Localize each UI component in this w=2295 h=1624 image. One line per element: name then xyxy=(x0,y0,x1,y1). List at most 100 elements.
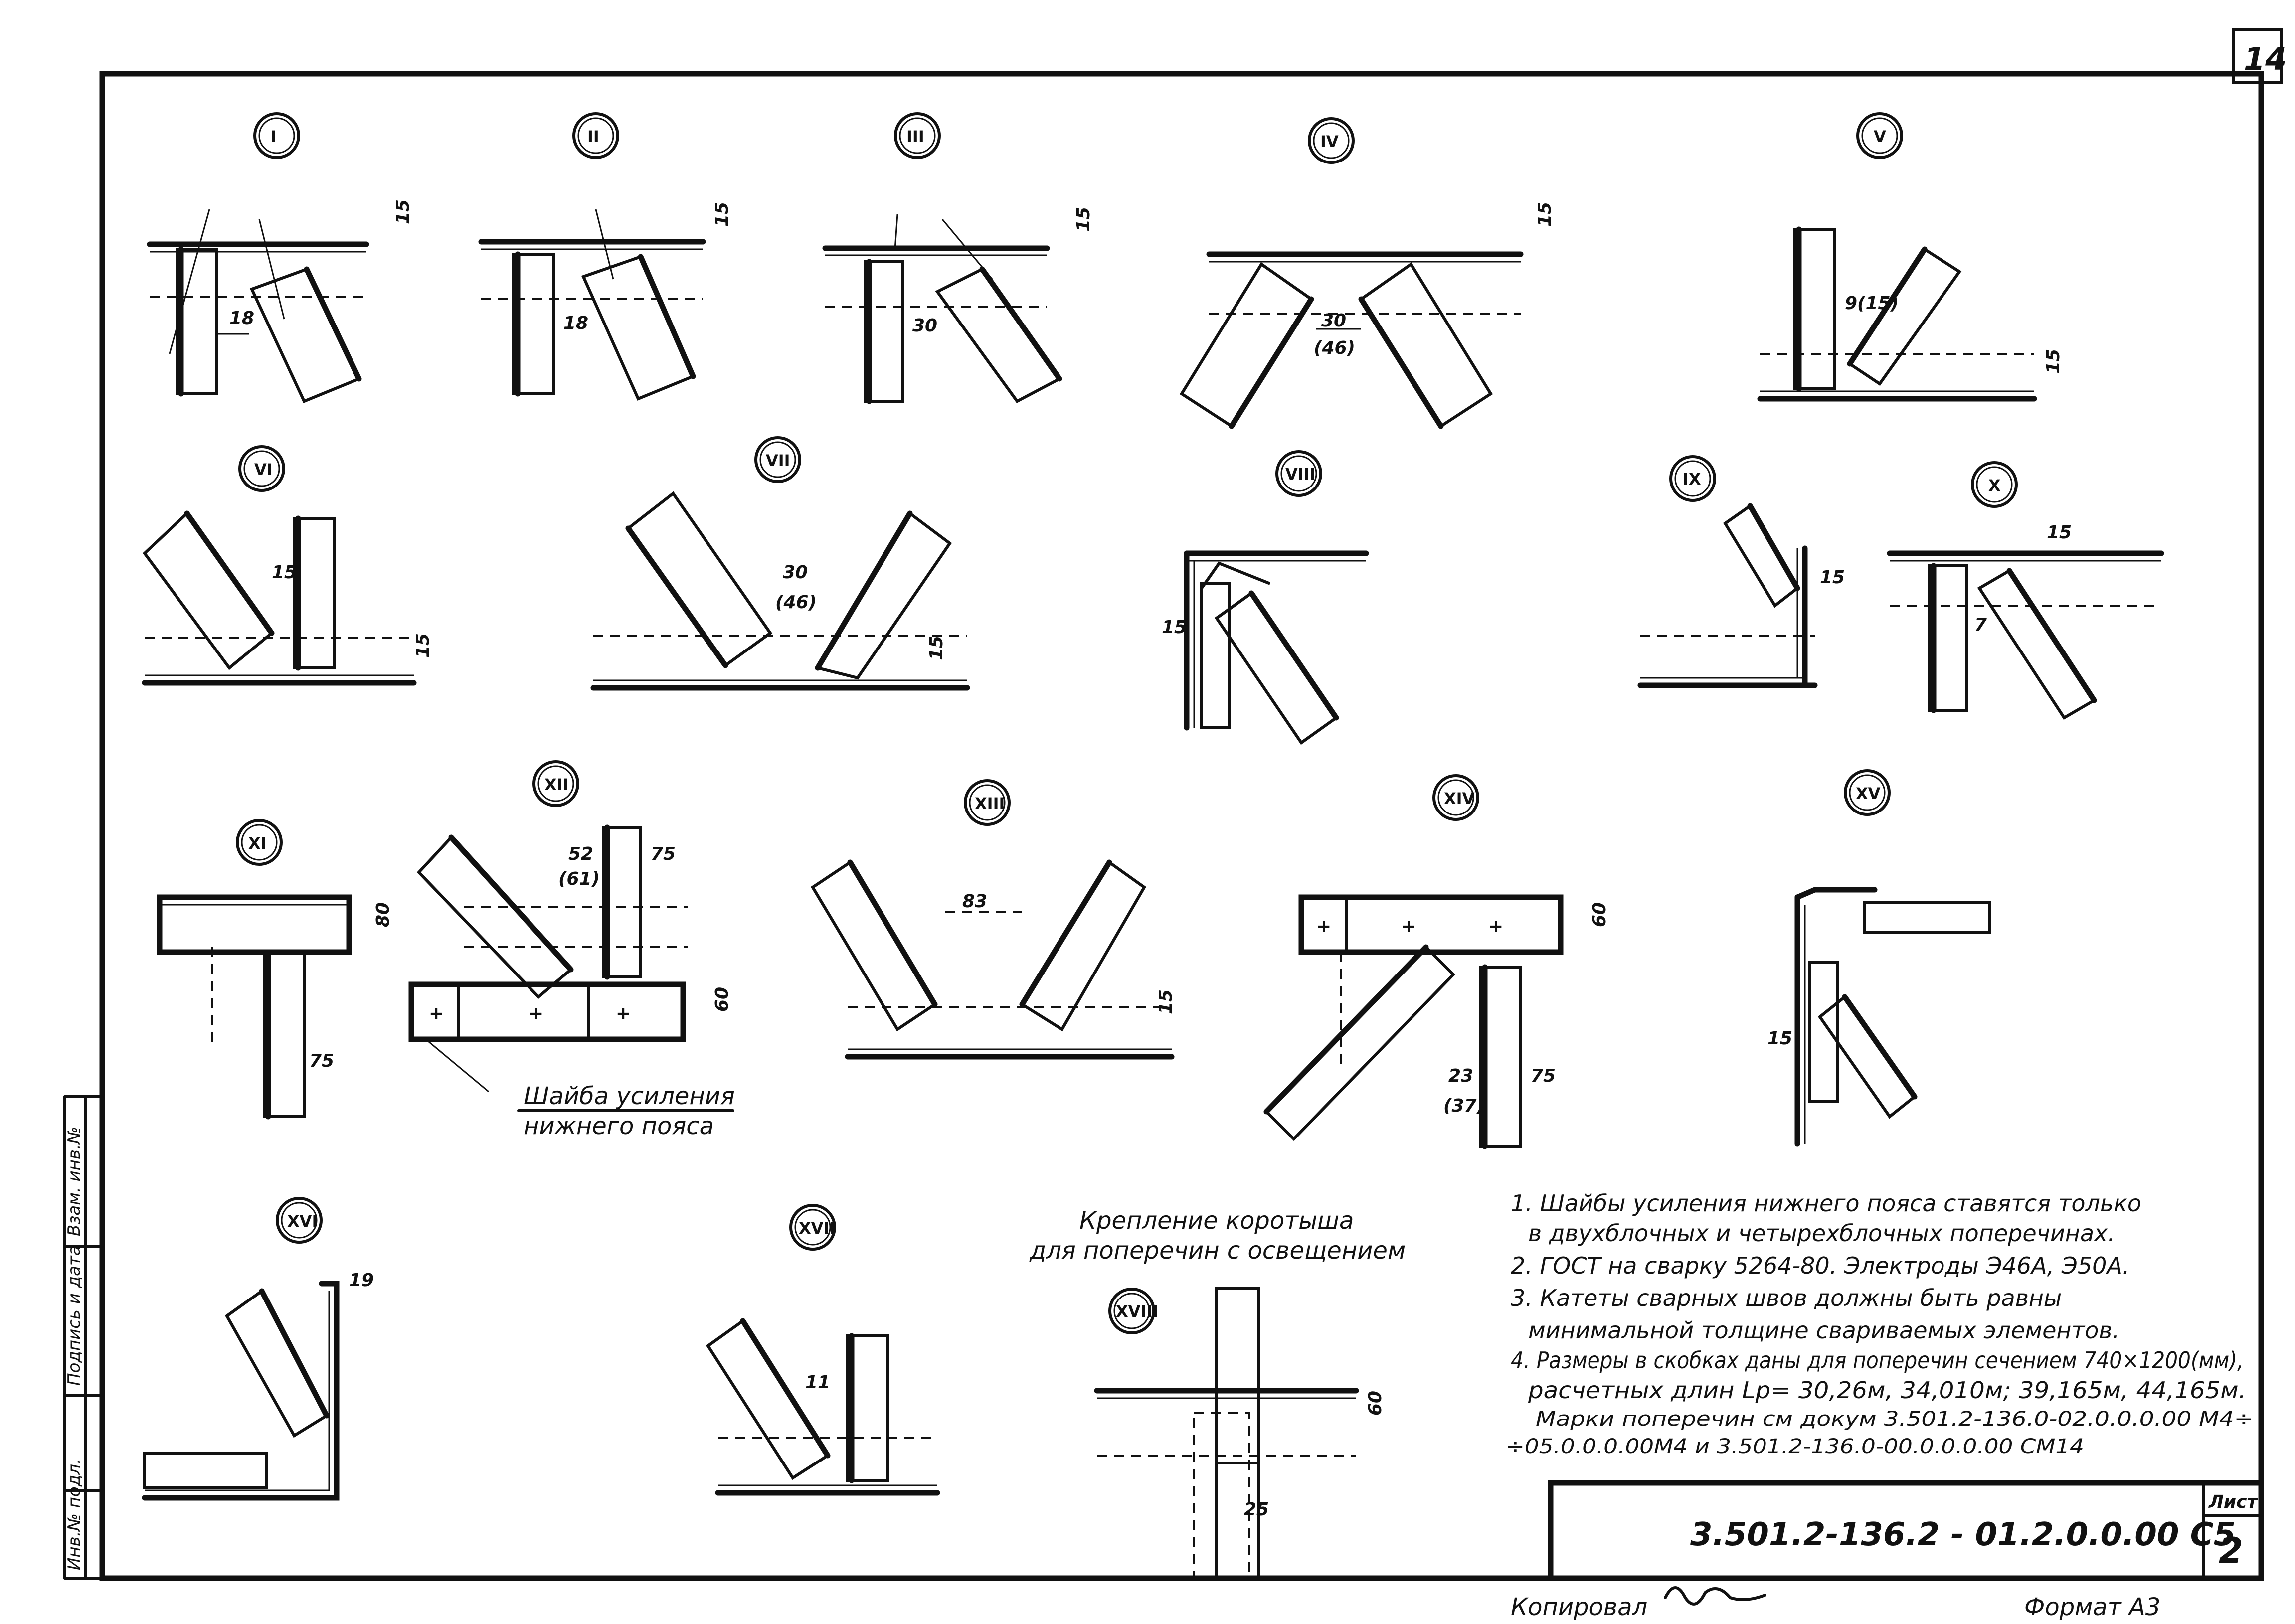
node-18-dim-height: 60 xyxy=(1365,1391,1386,1416)
node-9-dim: 15 xyxy=(1820,567,1845,588)
node-18-dim-width: 25 xyxy=(1244,1499,1269,1520)
node-14-dim-gap: 23 xyxy=(1448,1066,1473,1086)
node-10-label: X xyxy=(1988,476,2001,495)
node-6: VI 15 15 xyxy=(142,445,433,686)
node-6-dim-bottom: 15 xyxy=(413,633,433,658)
node-8: VIII 15 xyxy=(1162,450,1369,745)
node-10: X 15 7 xyxy=(1887,461,2164,720)
node-12: XII + + + 52 (61) 75 60 xyxy=(408,760,732,1093)
sheet-frame xyxy=(63,71,2264,1581)
node-1-dim-gap: 18 xyxy=(229,308,254,328)
node-8-label: VIII xyxy=(1285,465,1315,484)
drawing-designation: 3.501.2-136.2 - 01.2.0.0.00 С5 xyxy=(1690,1516,2236,1553)
node-10-dim-gap: 7 xyxy=(1974,615,1987,635)
list-number: 2 xyxy=(2219,1530,2243,1571)
node-4-dim-gap-alt: (46) xyxy=(1314,338,1355,358)
node-7: VII 30 (46) 15 xyxy=(590,436,970,691)
format-label: Формат А3 xyxy=(2024,1593,2160,1621)
node-8-dim: 15 xyxy=(1162,617,1187,638)
note-line-5: минимальной толщине свариваемых элементо… xyxy=(1528,1317,2119,1344)
node-4-label: IV xyxy=(1320,132,1339,151)
node-7-dim-gap: 30 xyxy=(783,562,808,583)
node-14-label: XIV xyxy=(1444,789,1475,808)
node-1-dim-top: 15 xyxy=(393,199,413,224)
node-4-dim-gap: 30 xyxy=(1321,311,1346,331)
node-2-dim-top: 15 xyxy=(712,202,732,227)
node-15-dim: 15 xyxy=(1767,1028,1792,1049)
node-12-dim-gap-alt: (61) xyxy=(558,869,600,889)
node-3-label: III xyxy=(906,127,924,146)
node-14-dim-gap-alt: (37) xyxy=(1443,1096,1485,1116)
node-14-dim-width: 75 xyxy=(1531,1066,1556,1086)
node-6-label: VI xyxy=(254,460,273,479)
side-stamp-inv: Инв.№ подл. xyxy=(64,1459,84,1570)
svg-text:+: + xyxy=(1401,916,1416,937)
washer-callout-line1: Шайба усиления xyxy=(524,1082,735,1110)
node-16: XVI 19 xyxy=(142,1197,374,1501)
node-2-label: II xyxy=(587,127,599,146)
title-block: 3.501.2-136.2 - 01.2.0.0.00 С5 Лист 2 xyxy=(1548,1480,2264,1581)
copied-by-label: Копировал xyxy=(1511,1593,1647,1621)
side-stamp-replace: Взам. инв.№ xyxy=(64,1127,84,1236)
node-4: IV 15 30 (46) xyxy=(1179,117,1555,429)
node-12-label: XII xyxy=(544,775,568,794)
node-12-dim-height: 60 xyxy=(712,987,732,1012)
node-15-label: XV xyxy=(1856,784,1881,803)
node-6-dim-gap: 15 xyxy=(272,562,297,583)
page-number: 14 xyxy=(2244,41,2287,77)
node-9-label: IX xyxy=(1683,470,1701,488)
general-notes: 1. Шайбы усиления нижнего пояса ставятся… xyxy=(1506,1190,2254,1458)
node-1-label: I xyxy=(271,127,277,146)
node-7-dim-gap-alt: (46) xyxy=(775,592,817,613)
note-line-1: 1. Шайбы усиления нижнего пояса ставятся… xyxy=(1511,1190,2141,1217)
node-10-dim-top: 15 xyxy=(2047,522,2072,543)
list-label: Лист xyxy=(2208,1492,2258,1512)
page-number-box: 14 xyxy=(2232,28,2287,84)
node-18: XVIII 60 25 xyxy=(1094,1287,1386,1579)
side-stamp-signature: Подпись и дата xyxy=(64,1245,84,1386)
node-3-dim-gap: 30 xyxy=(912,316,937,336)
node-13-dim-gap: 83 xyxy=(962,891,987,912)
node-11-label: XI xyxy=(248,834,267,853)
node-5-dim-gap: 9(15) xyxy=(1845,293,1899,314)
svg-text:+: + xyxy=(616,1003,631,1024)
node-12-dim-width: 75 xyxy=(651,844,676,864)
note-line-3: 2. ГОСТ на сварку 5264-80. Электроды Э46… xyxy=(1511,1252,2130,1279)
node-1: I 15 18 xyxy=(147,112,413,403)
washer-callout-line2: нижнего пояса xyxy=(524,1112,714,1140)
node-11: XI 80 75 xyxy=(157,819,393,1120)
svg-text:+: + xyxy=(529,1003,543,1024)
node-12-dim-gap: 52 xyxy=(568,844,593,864)
node-9: IX 15 xyxy=(1637,455,1845,688)
note-line-7: расчетных длин Lр= 30,26м, 34,010м; 39,1… xyxy=(1528,1377,2246,1404)
note-line-8: Марки поперечин см докум 3.501.2-136.0-0… xyxy=(1536,1408,2254,1431)
note-line-2: в двухблочных и четырехблочных поперечин… xyxy=(1528,1220,2115,1247)
node-13-dim-bottom: 15 xyxy=(1156,989,1176,1014)
node-14-dim-height: 60 xyxy=(1589,902,1610,927)
short-piece-caption-line2: для поперечин с освещением xyxy=(1029,1237,1406,1265)
node-11-dim-height: 80 xyxy=(373,902,393,927)
node-16-dim: 19 xyxy=(349,1270,374,1291)
node-5-label: V xyxy=(1874,127,1886,146)
node-17-label: XVII xyxy=(799,1219,835,1238)
node-16-label: XVI xyxy=(287,1212,318,1231)
node-5: V 9(15) 15 xyxy=(1757,112,2064,402)
node-5-dim-bottom: 15 xyxy=(2043,349,2064,374)
node-14: XIV +++ 60 23 (37) 75 xyxy=(1263,774,1610,1149)
node-13: XIII 83 15 xyxy=(810,779,1176,1060)
node-2-dim-gap: 18 xyxy=(563,313,588,333)
svg-text:+: + xyxy=(429,1003,444,1024)
node-3-dim-top: 15 xyxy=(1073,207,1094,232)
node-17: XVII 11 xyxy=(706,1204,940,1496)
svg-text:+: + xyxy=(1488,916,1503,937)
node-13-label: XIII xyxy=(975,794,1005,813)
note-line-9: ÷05.0.0.0.00М4 и 3.501.2-136.0-00.0.0.0.… xyxy=(1506,1435,2084,1458)
node-18-label: XVIII xyxy=(1116,1302,1158,1321)
side-stamp: Инв.№ подл. Подпись и дата Взам. инв.№ xyxy=(64,1127,84,1570)
note-line-6: 4. Размеры в скобках даны для поперечин … xyxy=(1511,1347,2244,1374)
node-7-label: VII xyxy=(766,451,790,470)
node-15: XV 15 xyxy=(1767,769,1991,1147)
node-11-dim-width: 75 xyxy=(309,1051,334,1071)
node-2: II 15 18 xyxy=(478,112,732,401)
